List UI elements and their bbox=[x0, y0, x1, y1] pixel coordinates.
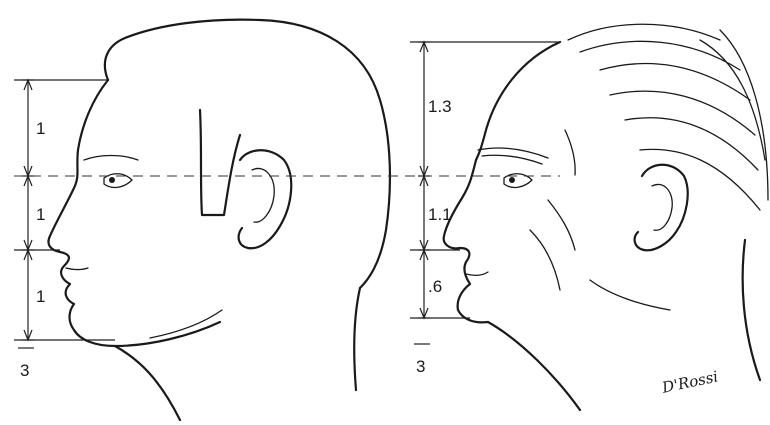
right-hair-strands bbox=[568, 24, 768, 210]
left-pupil bbox=[109, 177, 115, 183]
right-segment-3-label: .6 bbox=[428, 277, 442, 296]
right-ear bbox=[635, 165, 688, 251]
right-pupil bbox=[509, 177, 515, 183]
left-neck-back bbox=[354, 288, 360, 390]
right-head-profile bbox=[444, 24, 768, 410]
right-segment-1-label: 1.3 bbox=[428, 97, 452, 116]
right-ear-inner bbox=[652, 184, 672, 230]
left-face-profile bbox=[48, 80, 220, 346]
left-segment-2-label: 1 bbox=[36, 205, 45, 224]
left-mouth bbox=[66, 268, 88, 270]
left-ear bbox=[239, 150, 292, 248]
right-skull-outline bbox=[476, 42, 560, 160]
right-face-profile bbox=[444, 160, 488, 322]
left-neck-front bbox=[115, 346, 180, 420]
right-mouth bbox=[466, 272, 488, 275]
left-sideburn bbox=[200, 110, 240, 215]
right-wrinkles bbox=[530, 130, 670, 310]
left-brow bbox=[84, 156, 138, 161]
right-neck-back bbox=[743, 240, 760, 380]
left-base-label: 3 bbox=[20, 361, 29, 380]
left-segment-3-label: 1 bbox=[36, 287, 45, 306]
right-base-label: 3 bbox=[416, 357, 425, 376]
right-segment-2-label: 1.1 bbox=[428, 205, 452, 224]
left-dimension-bar bbox=[18, 80, 34, 348]
right-dimension-bar bbox=[414, 42, 430, 344]
artist-signature: D'Rossi bbox=[659, 367, 719, 397]
right-brow bbox=[478, 148, 548, 164]
right-neck-front bbox=[488, 322, 580, 410]
left-segment-1-label: 1 bbox=[36, 119, 45, 138]
